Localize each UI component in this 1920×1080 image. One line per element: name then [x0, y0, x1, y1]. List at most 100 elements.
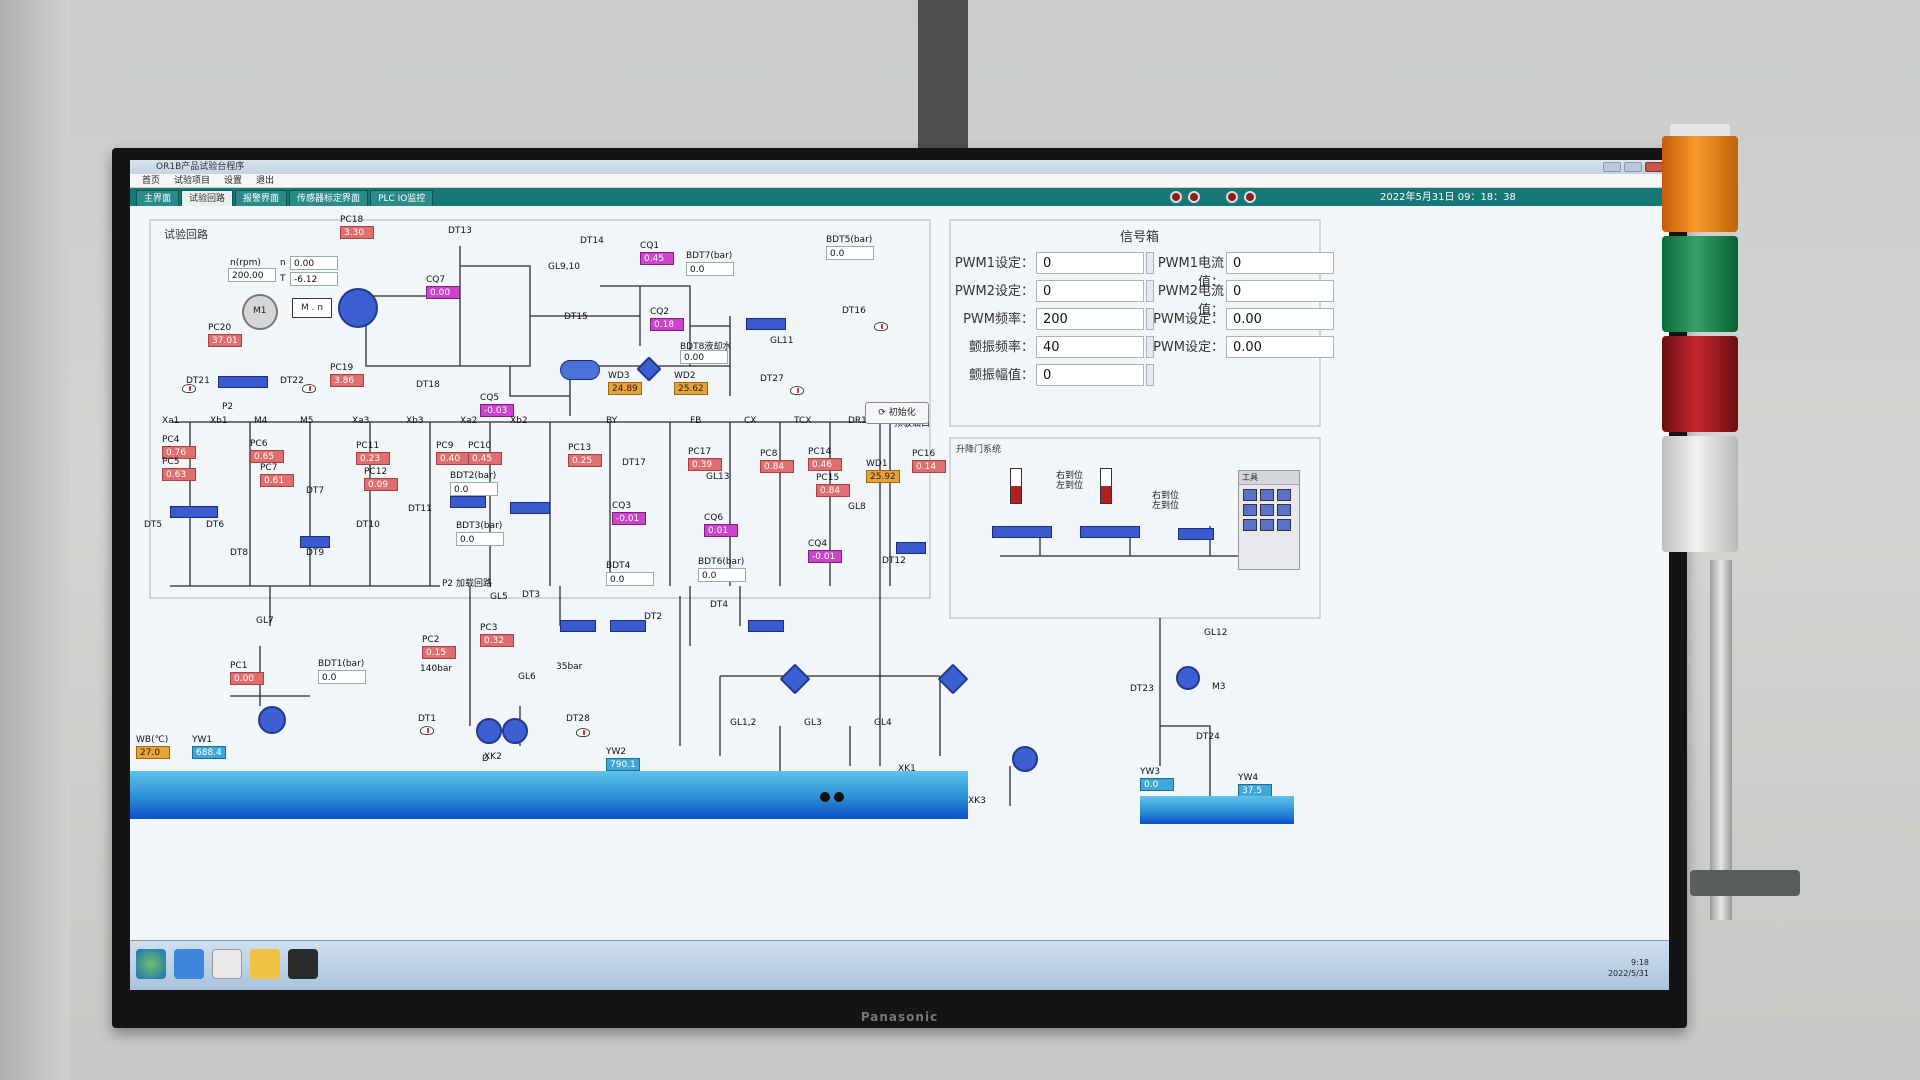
spin-control[interactable] — [1146, 308, 1154, 330]
hmi-app-icon[interactable] — [288, 949, 318, 979]
signal-left-input[interactable]: 40 — [1036, 336, 1144, 358]
rpm-setpoint-input[interactable]: 200.00 — [228, 268, 276, 282]
menu-item-settings[interactable]: 设置 — [224, 176, 243, 186]
beacon-bracket — [1690, 870, 1800, 896]
component-label: M4 — [254, 416, 268, 426]
pressure-label: PC14 — [808, 447, 832, 457]
tab-alarm[interactable]: 报警界面 — [235, 190, 288, 206]
close-button[interactable] — [1645, 162, 1663, 172]
bar-input-field[interactable]: 0.00 — [680, 350, 728, 364]
toolbox-panel: 工具 — [1238, 470, 1300, 570]
signal-left-label: PWM频率： — [963, 312, 1034, 327]
bar-input-field[interactable]: 0.0 — [456, 532, 504, 546]
bar-input-label: BDT3(bar) — [456, 521, 503, 531]
signal-right-input[interactable]: 0 — [1226, 280, 1334, 302]
oil-tank-lift — [1140, 796, 1294, 824]
component-label: DT14 — [580, 236, 604, 246]
bar-input-label: BDT1(bar) — [318, 659, 365, 669]
tool-move-icon[interactable] — [1243, 504, 1257, 516]
component-label: GL12 — [1204, 628, 1228, 638]
signal-left-label: 颤振幅值： — [968, 368, 1034, 383]
motor-m1-label: M1 — [253, 306, 267, 316]
signal-left-input[interactable]: 0 — [1036, 280, 1144, 302]
bar-input-field[interactable]: 0.0 — [686, 262, 734, 276]
beacon-green-lamp — [1662, 236, 1738, 332]
spin-control[interactable] — [1146, 336, 1154, 358]
test-circuit-canvas: 试验回路 n(rpm) 200.00 n 0.00 T -6.12 M1 M .… — [130, 206, 1669, 940]
component-label: DT24 — [1196, 732, 1220, 742]
component-label: DT8 — [230, 548, 249, 558]
bar-input-field[interactable]: 0.0 — [826, 246, 874, 260]
signal-box-title: 信号箱 — [1120, 230, 1160, 245]
tool-pointer-icon[interactable] — [1260, 489, 1274, 501]
system-tray: 9:18 2022/5/31 — [1608, 957, 1649, 979]
lift-directional-valve — [1178, 528, 1214, 540]
window-controls — [1603, 162, 1663, 172]
signal-left-input[interactable]: 0 — [1036, 364, 1144, 386]
component-label: DT2 — [644, 612, 663, 622]
directional-valve — [510, 502, 550, 514]
tab-test-circuit[interactable]: 试验回路 — [181, 190, 234, 206]
maximize-button[interactable] — [1624, 162, 1642, 172]
spin-control[interactable] — [1146, 364, 1154, 386]
bar-input-field[interactable]: 0.0 — [698, 568, 746, 582]
accumulator — [560, 360, 600, 380]
tab-sensor-calibration[interactable]: 传感器标定界面 — [289, 190, 369, 206]
component-label: DT15 — [564, 312, 588, 322]
explorer-icon[interactable] — [212, 949, 242, 979]
minimize-button[interactable] — [1603, 162, 1621, 172]
signal-right-label: PWM2电流值： — [1157, 284, 1224, 318]
signal-right-input[interactable]: 0 — [1226, 252, 1334, 274]
signal-right-input[interactable]: 0.00 — [1226, 336, 1334, 358]
component-label: GL4 — [874, 718, 892, 728]
bar-input-field[interactable]: 0.0 — [606, 572, 654, 586]
flow-label: CQ5 — [480, 393, 500, 403]
lift-system-title: 升降门系统 — [956, 445, 1002, 455]
component-label: XK1 — [898, 764, 916, 774]
temperature-label: WB(℃) — [136, 735, 169, 745]
hmi-screen: OR1B产品试验台程序 首页 试验项目 设置 退出 主界面 试验回路 报警界面 … — [130, 160, 1669, 990]
t-value-field: -6.12 — [290, 272, 338, 286]
start-button-icon[interactable] — [136, 949, 166, 979]
component-label: M3 — [1212, 682, 1226, 692]
initialize-button[interactable]: ⟳ 初始化 — [865, 402, 929, 424]
tab-main[interactable]: 主界面 — [136, 190, 180, 206]
component-label: DT21 — [186, 376, 210, 386]
app-icon[interactable] — [250, 949, 280, 979]
tool-hand-icon[interactable] — [1260, 504, 1274, 516]
flow-label: CQ6 — [704, 513, 724, 523]
component-label: 140bar — [420, 664, 453, 674]
signal-left-label: PWM1设定： — [954, 256, 1034, 271]
menu-item-tests[interactable]: 试验项目 — [174, 176, 211, 186]
component-label: D — [482, 754, 489, 764]
signal-left-input[interactable]: 0 — [1036, 252, 1144, 274]
tool-eyedrop-icon[interactable] — [1260, 519, 1274, 531]
bar-input-field[interactable]: 0.0 — [450, 482, 498, 496]
tool-text-icon[interactable] — [1277, 489, 1291, 501]
pressure-value: 0.39 — [688, 458, 722, 471]
tool-grab-icon[interactable] — [1277, 504, 1291, 516]
component-label: DT23 — [1130, 684, 1154, 694]
signal-tower-light — [1662, 124, 1738, 564]
ie-icon[interactable] — [174, 949, 204, 979]
pump-c — [258, 706, 286, 734]
menu-item-home[interactable]: 首页 — [142, 176, 161, 186]
pressure-value: 0.84 — [816, 484, 850, 497]
temperature-value: 25.62 — [674, 382, 708, 395]
flow-value: -0.03 — [480, 404, 514, 417]
right-cyl-right-pos: 右到位 — [1152, 491, 1180, 501]
spin-control[interactable] — [1146, 280, 1154, 302]
component-label: XK3 — [968, 796, 986, 806]
bar-input-field[interactable]: 0.0 — [318, 670, 366, 684]
signal-left-input[interactable]: 200 — [1036, 308, 1144, 330]
tool-select-icon[interactable] — [1243, 489, 1257, 501]
tool-pencil-icon[interactable] — [1277, 519, 1291, 531]
tab-plc-io[interactable]: PLC IO监控 — [370, 190, 434, 206]
component-label: Xa2 — [460, 416, 478, 426]
pump-d2 — [502, 718, 528, 744]
pressure-gauge-icon — [790, 386, 804, 395]
spin-control[interactable] — [1146, 252, 1154, 274]
menu-item-exit[interactable]: 退出 — [256, 176, 275, 186]
tool-fill-icon[interactable] — [1243, 519, 1257, 531]
signal-right-input[interactable]: 0.00 — [1226, 308, 1334, 330]
